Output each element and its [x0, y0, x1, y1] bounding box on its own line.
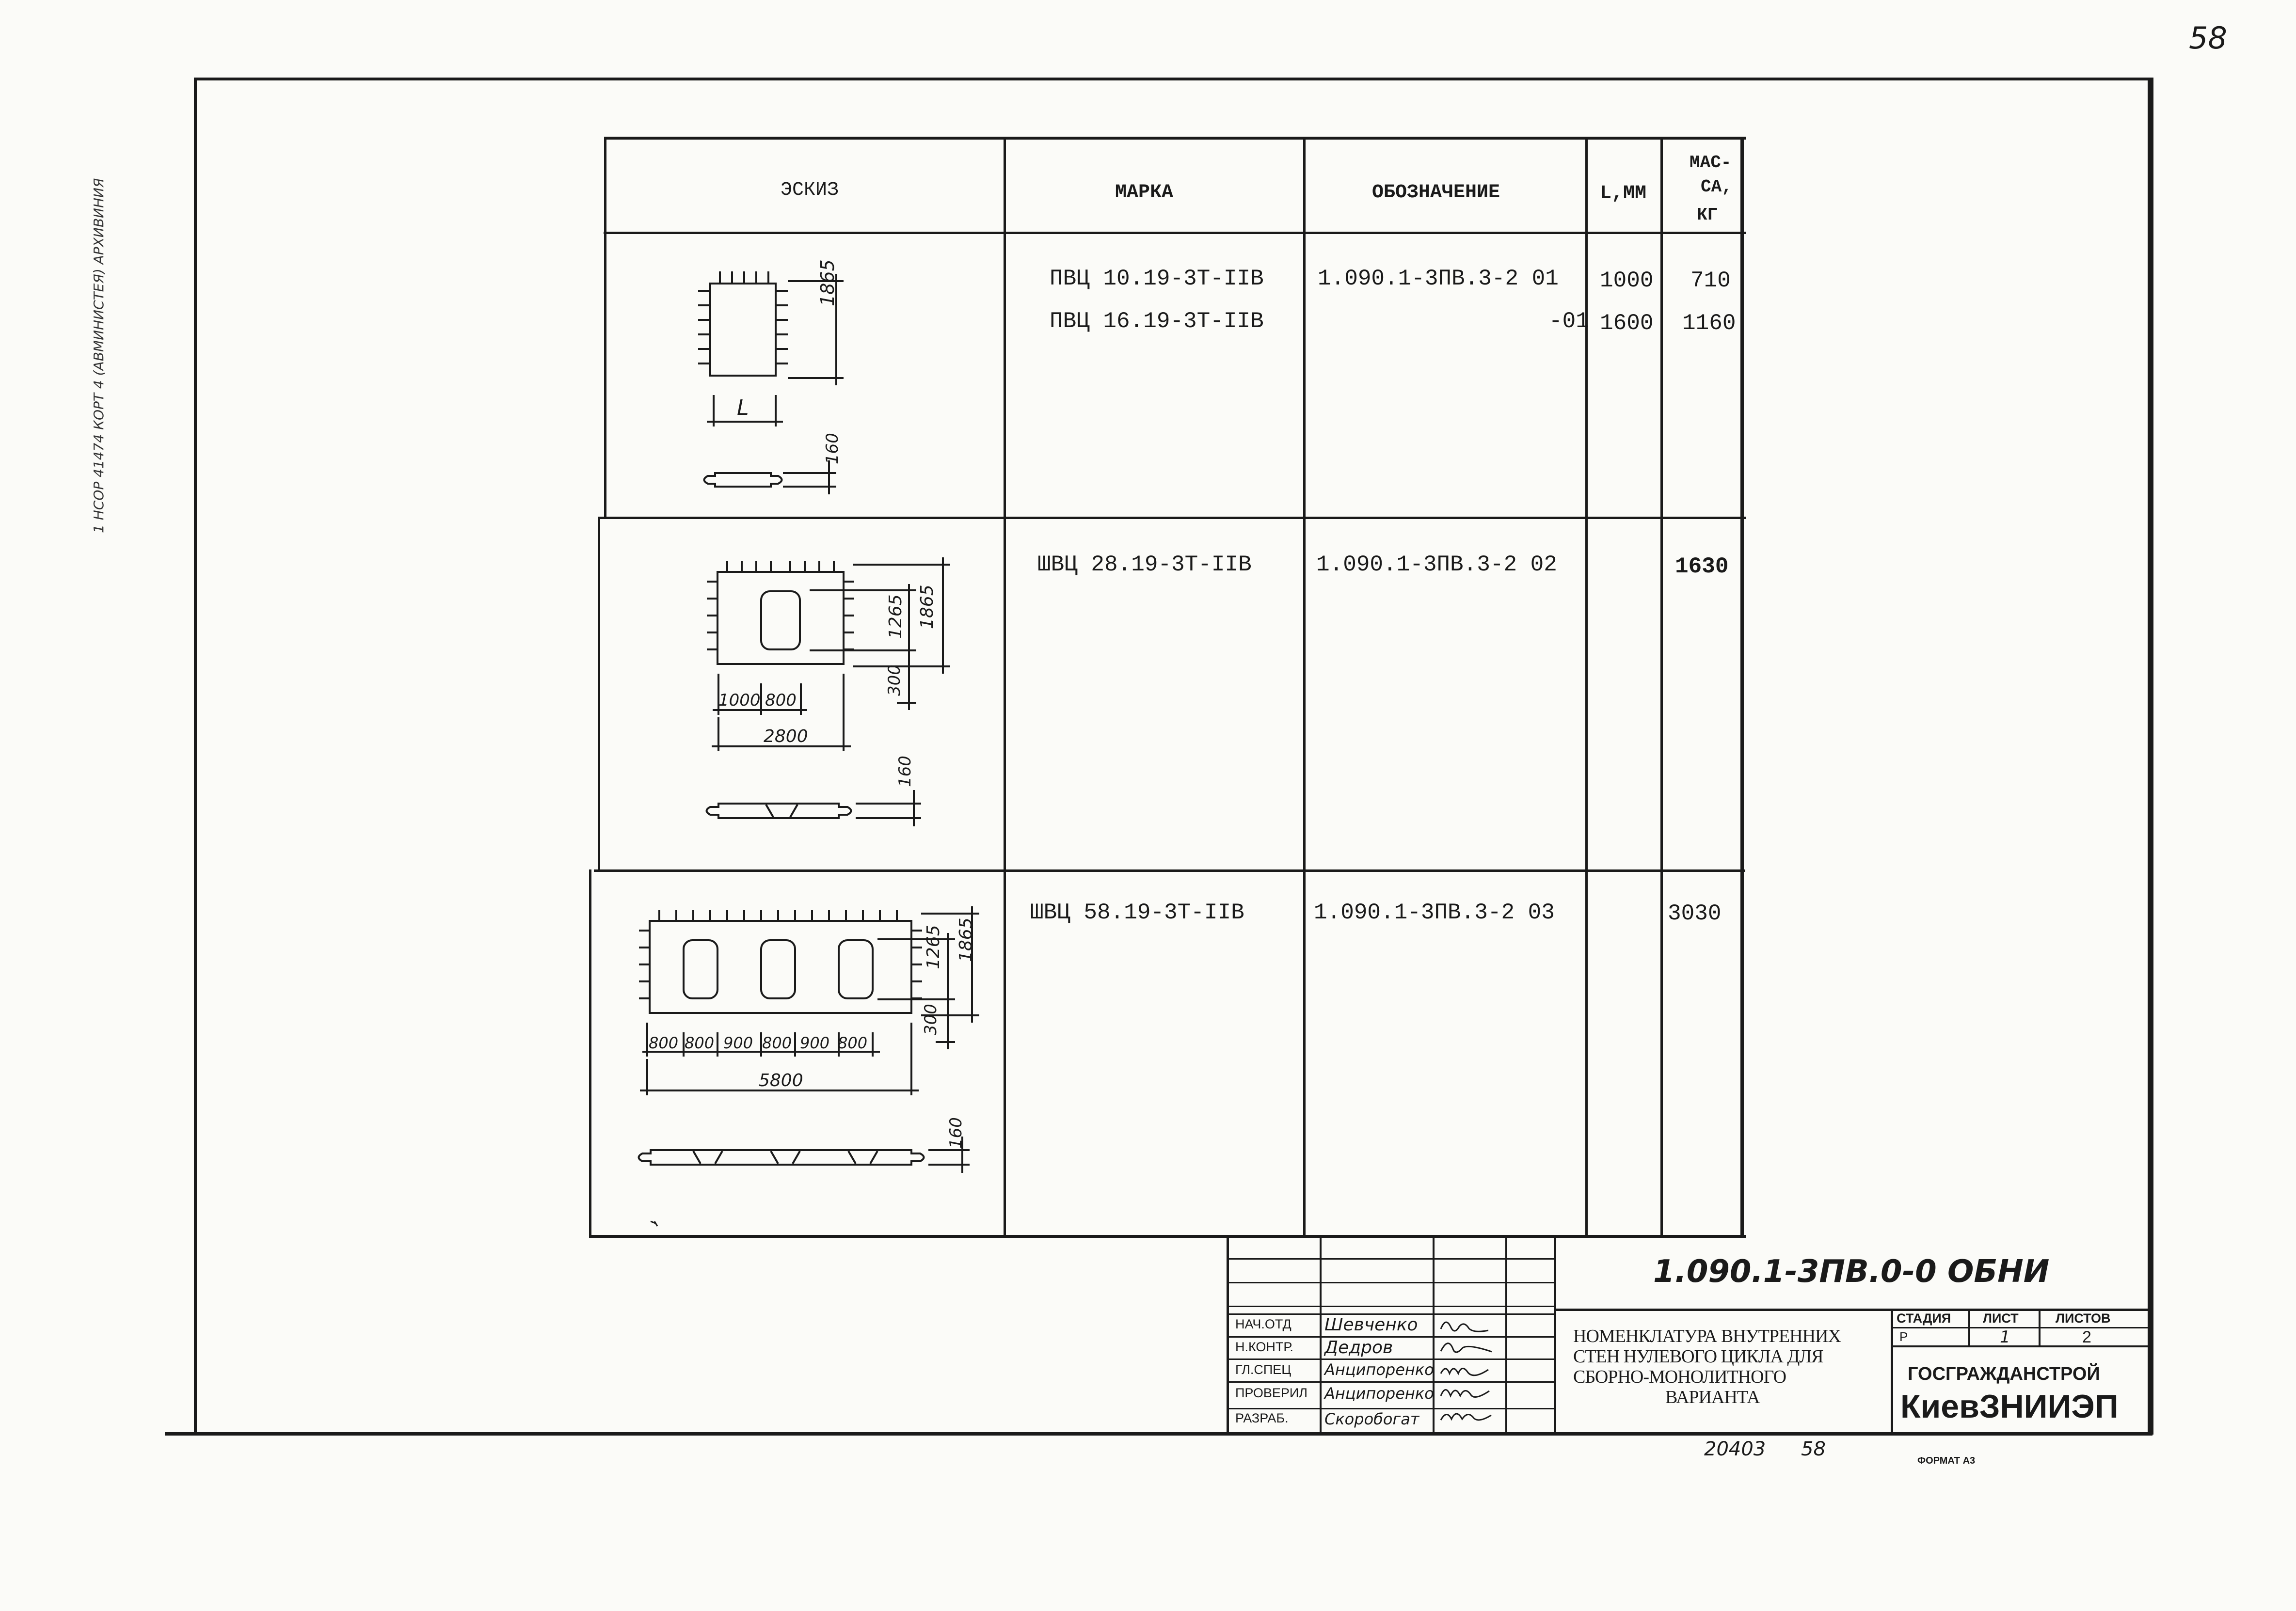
row2-mass: 1630 — [1675, 554, 1729, 579]
sketch3-thickness: 160 — [946, 1117, 966, 1149]
row2-designation: 1.090.1-3ПВ.3-2 02 — [1316, 552, 1557, 577]
sketch2-height: 1865 — [917, 584, 937, 629]
sketch3-opening-h: 1265 — [924, 925, 943, 969]
name-5: Скоробогат — [1324, 1410, 1419, 1428]
header-mark: МАРКА — [1115, 182, 1174, 204]
row3-designation: 1.090.1-3ПВ.3-2 03 — [1314, 900, 1555, 925]
row1-mass-2: 1160 — [1682, 311, 1736, 336]
sheet-label: ЛИСТ — [1983, 1311, 2019, 1326]
sketch3-seg1: 800 — [649, 1034, 679, 1052]
sketch2-opening-h: 1265 — [886, 594, 906, 639]
title-line-1: НОМЕНКЛАТУРА ВНУТРЕННИХ — [1573, 1326, 1841, 1346]
name-1: Шевченко — [1324, 1315, 1418, 1335]
row3-mark: ШВЦ 58.19-3Т-IIВ — [1030, 900, 1244, 925]
sketch3-seg2: 800 — [685, 1034, 715, 1052]
row1-designation-1: 1.090.1-3ПВ.3-2 01 — [1318, 266, 1559, 291]
sheets-label: ЛИСТОВ — [2056, 1311, 2111, 1326]
sketch3-total: 5800 — [759, 1071, 803, 1090]
sketch2-sill: 300 — [885, 664, 904, 696]
organization-line-2: КиевЗНИИЭП — [1900, 1388, 2119, 1425]
footer-page: 58 — [1801, 1438, 1826, 1460]
role-2: Н.КОНТР. — [1235, 1340, 1293, 1354]
sketch1-length: L — [737, 395, 749, 420]
sketch2-seg1: 1000 — [718, 691, 761, 710]
role-1: НАЧ.ОТД — [1235, 1317, 1292, 1331]
frame-right — [2148, 78, 2153, 1435]
sketch2-seg2: 800 — [765, 691, 797, 710]
row2-mark: ШВЦ 28.19-3Т-IIВ — [1037, 552, 1252, 577]
row1-mark-2: ПВЦ 16.19-3Т-IIВ — [1050, 309, 1264, 334]
sheets-value: 2 — [2082, 1328, 2091, 1346]
header-sketch: ЭСКИЗ — [781, 179, 839, 201]
signatures — [1435, 1314, 1503, 1431]
margin-note: 1 HСОР 41474 КОРТ 4 (АВМИНИСТЕЯ) АРХИВИН… — [91, 178, 107, 533]
stage-value: Р — [1899, 1329, 1908, 1344]
sheet-value: 1 — [2000, 1327, 2010, 1347]
title-line-3: СБОРНО-МОНОЛИТНОГО — [1573, 1367, 1786, 1387]
organization-line-1: ГОСГРАЖДАНСТРОЙ — [1908, 1364, 2100, 1384]
frame-left — [194, 78, 197, 1435]
title-line-2: СТЕН НУЛЕВОГО ЦИКЛА ДЛЯ — [1573, 1346, 1823, 1367]
header-designation: ОБОЗНАЧЕНИЕ — [1372, 182, 1500, 204]
row1-mark-1: ПВЦ 10.19-3Т-IIВ — [1050, 266, 1264, 291]
sketch-panel-1 — [679, 252, 853, 504]
sketch-panel-3 — [621, 892, 989, 1231]
header-mass-3: КГ — [1697, 205, 1718, 225]
frame-top — [194, 78, 2152, 80]
name-3: Анципоренко — [1324, 1360, 1434, 1379]
sketch2-total: 2800 — [764, 727, 808, 746]
sketch3-height: 1865 — [956, 917, 976, 962]
row1-mass-1: 710 — [1690, 268, 1731, 293]
header-length: L,ММ — [1600, 183, 1647, 205]
row1-length-2: 1600 — [1600, 311, 1654, 336]
row1-designation-2: -01 — [1549, 309, 1589, 334]
sketch1-thickness: 160 — [823, 433, 842, 464]
archive-number: 20403 — [1704, 1438, 1766, 1460]
stage-label: СТАДИЯ — [1897, 1311, 1951, 1326]
role-4: ПРОВЕРИЛ — [1235, 1386, 1307, 1400]
sketch3-sill: 300 — [921, 1004, 941, 1035]
format-label: ФОРМАТ А3 — [1917, 1455, 1976, 1466]
sketch3-seg3: 900 — [723, 1034, 753, 1052]
role-3: ГЛ.СПЕЦ — [1235, 1362, 1292, 1377]
header-mass-1: МАС- — [1690, 153, 1732, 173]
sketch-panel-2 — [693, 543, 965, 843]
sketch1-height: 1865 — [817, 259, 838, 306]
name-2: Дедров — [1324, 1338, 1393, 1358]
title-line-4: ВАРИАНТА — [1665, 1387, 1760, 1407]
row1-length-1: 1000 — [1600, 268, 1654, 293]
name-4: Анципоренко — [1324, 1384, 1434, 1403]
sketch3-seg5: 900 — [800, 1034, 830, 1052]
sketch3-seg6: 800 — [838, 1034, 868, 1052]
row3-mass: 3030 — [1668, 901, 1722, 926]
page-number: 58 — [2189, 20, 2227, 56]
sketch3-seg4: 800 — [762, 1034, 792, 1052]
header-mass-2: СА, — [1701, 177, 1732, 197]
document-code: 1.090.1-3ПВ.0-0 ОБНИ — [1653, 1254, 2050, 1290]
frame-bottom — [165, 1432, 2152, 1436]
role-5: РАЗРАБ. — [1235, 1411, 1289, 1425]
sketch2-thickness: 160 — [895, 756, 915, 787]
